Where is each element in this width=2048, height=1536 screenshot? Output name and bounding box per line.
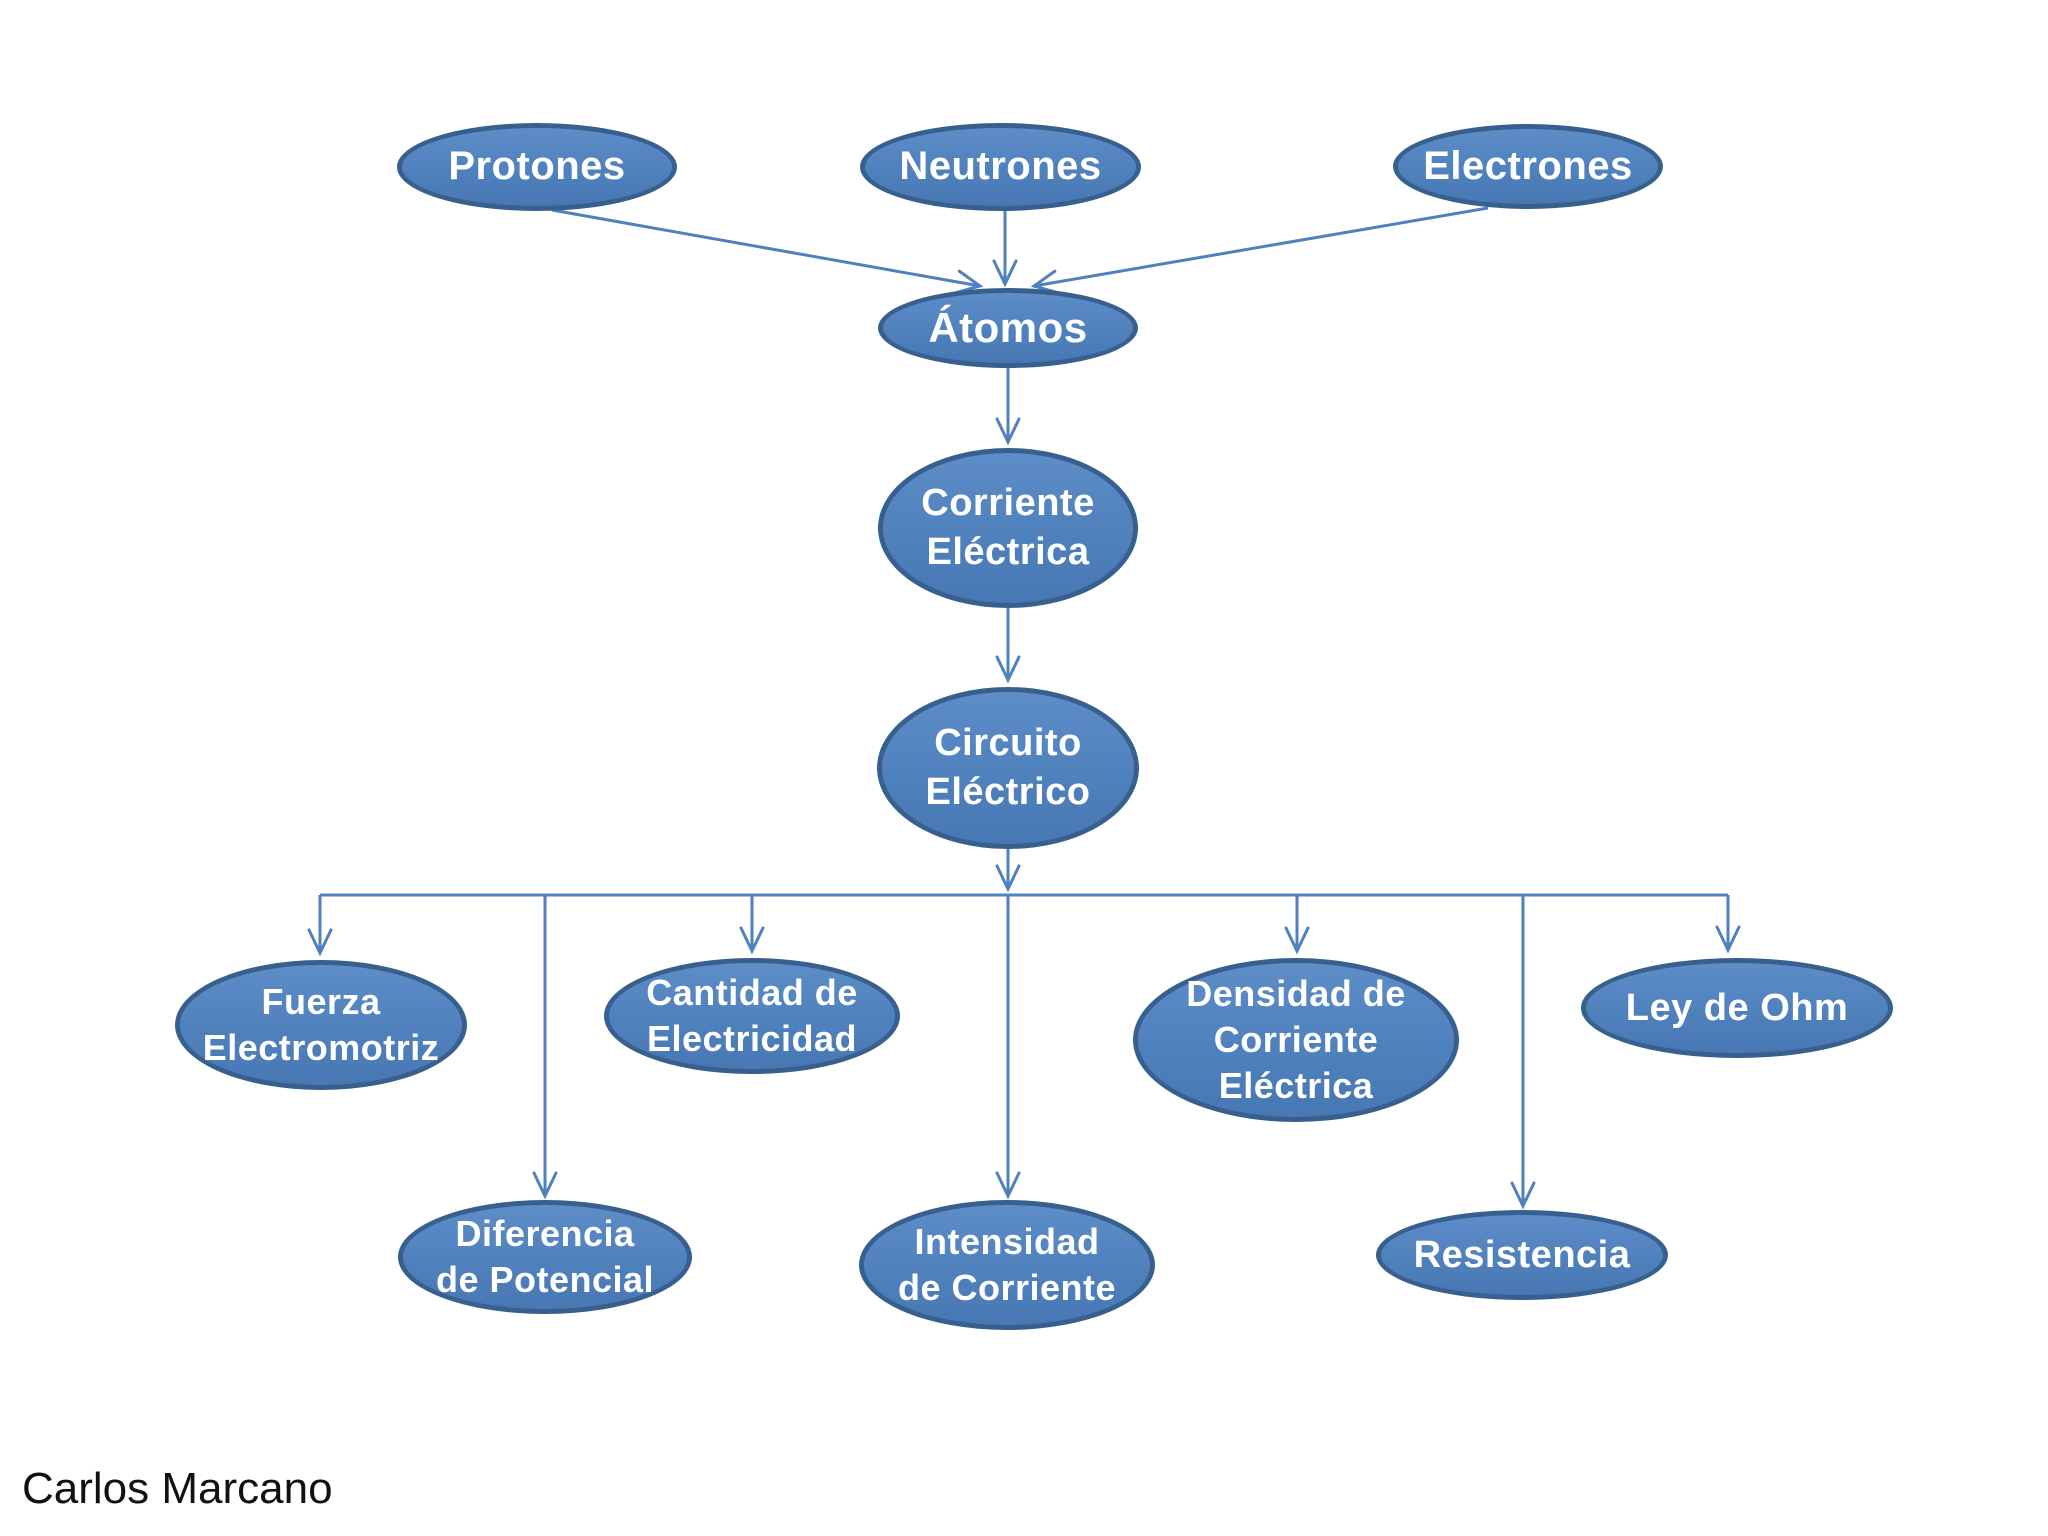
node-circuito-electrico: Circuito Eléctrico xyxy=(877,687,1139,849)
connector-electrones-atomos xyxy=(1030,206,1489,295)
node-resistencia: Resistencia xyxy=(1376,1210,1668,1300)
node-intensidad-de-corriente: Intensidad de Corriente xyxy=(859,1200,1155,1330)
node-electrones: Electrones xyxy=(1393,124,1663,209)
node-fuerza-electromotriz: Fuerza Electromotriz xyxy=(175,960,467,1090)
node-cantidad-de-electricidad: Cantidad de Electricidad xyxy=(604,958,900,1074)
node-protones: Protones xyxy=(397,123,677,211)
author-credit: Carlos Marcano xyxy=(22,1464,333,1513)
node-neutrones: Neutrones xyxy=(860,123,1141,211)
node-ley-de-ohm: Ley de Ohm xyxy=(1581,958,1893,1058)
node-atomos: Átomos xyxy=(878,288,1138,368)
node-diferencia-de-potencial: Diferencia de Potencial xyxy=(398,1200,692,1314)
node-corriente-electrica: Corriente Eléctrica xyxy=(878,448,1138,608)
connector-protones-atomos xyxy=(551,208,984,295)
node-densidad-de-corriente-electrica: Densidad de Corriente Eléctrica xyxy=(1133,958,1459,1122)
